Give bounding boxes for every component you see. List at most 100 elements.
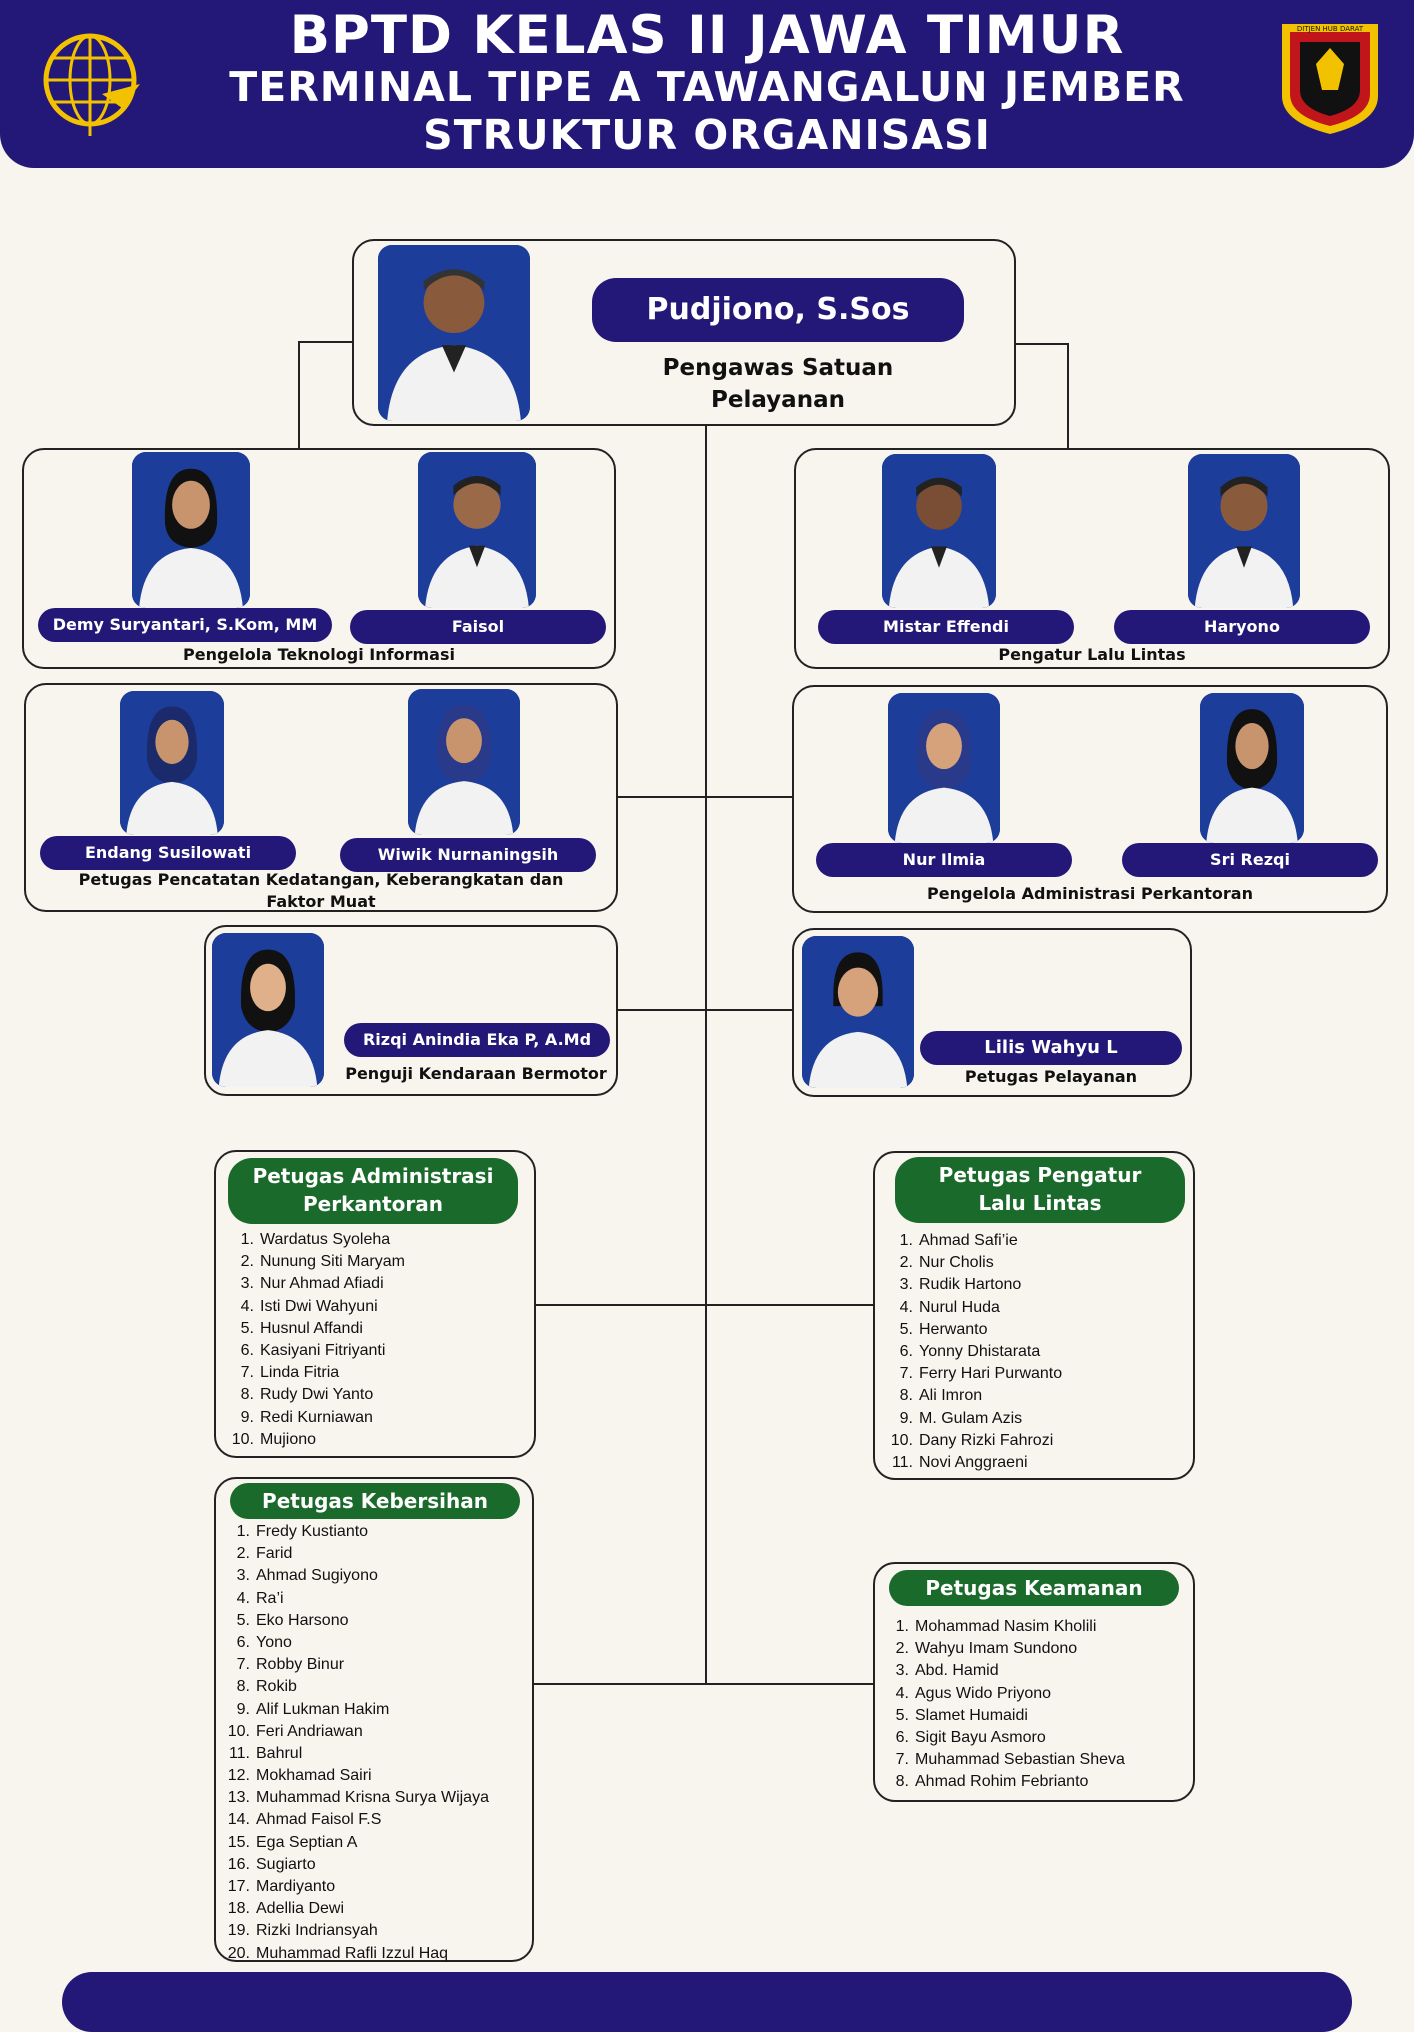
member-name: Mokhamad Sairi bbox=[256, 1767, 372, 1785]
member-name: Robby Binur bbox=[256, 1656, 345, 1674]
member-item: 1.Mohammad Nasim Kholili bbox=[881, 1616, 1191, 1638]
member-item: 18.Adellia Dewi bbox=[222, 1898, 532, 1920]
member-number: 3. bbox=[236, 1567, 250, 1585]
member-item: 19.Rizki Indriansyah bbox=[222, 1920, 532, 1942]
member-item: 5.Eko Harsono bbox=[222, 1610, 532, 1632]
member-number: 5. bbox=[895, 1706, 909, 1724]
role-label: Petugas Pencatatan Kedatangan, Keberangk… bbox=[78, 870, 564, 889]
member-item: 6.Yonny Dhistarata bbox=[885, 1341, 1185, 1363]
member-number: 6. bbox=[240, 1341, 254, 1359]
member-name: Nur Cholis bbox=[919, 1254, 994, 1272]
member-item: 5. Husnul Affandi bbox=[226, 1318, 526, 1340]
connector-right-drop bbox=[1067, 343, 1069, 449]
member-item: 2. Wahyu Imam Sundono bbox=[881, 1638, 1191, 1660]
member-name: Fredy Kustianto bbox=[256, 1523, 369, 1540]
member-number: 2. bbox=[236, 1545, 250, 1563]
member-item: 3.Abd. Hamid bbox=[881, 1660, 1191, 1682]
member-name: Muhammad Rafli Izzul Haq bbox=[256, 1944, 449, 1962]
head-role: Pengawas Satuan Pelayanan bbox=[662, 355, 894, 413]
group-title-pill: Petugas Pengatur Lalu Lintas bbox=[895, 1157, 1185, 1223]
member-number: 4. bbox=[236, 1589, 250, 1607]
member-number: 13. bbox=[227, 1789, 250, 1807]
member-item: 10.Feri Andriawan bbox=[222, 1721, 532, 1743]
member-name: Mohammad Nasim Kholili bbox=[915, 1618, 1097, 1635]
member-name: Nunung Siti Maryam bbox=[260, 1253, 405, 1271]
member-name: Rudy Dwi Yanto bbox=[260, 1386, 374, 1404]
connector-right-top bbox=[1013, 343, 1069, 345]
head-card: Pudjiono, S.Sos Pengawas Satuan Pelayana… bbox=[352, 239, 1016, 426]
member-number: 17. bbox=[227, 1878, 250, 1895]
member-name: Rudik Hartono bbox=[919, 1276, 1022, 1294]
staff-photo bbox=[882, 454, 996, 608]
member-name: Eko Harsono bbox=[256, 1611, 349, 1629]
staff-name-pill: Faisol bbox=[350, 610, 606, 644]
member-number: 16. bbox=[227, 1855, 250, 1873]
member-name: Nur Ahmad Afiadi bbox=[260, 1275, 384, 1293]
member-number: 6. bbox=[895, 1728, 909, 1746]
role-label: Pengelola Teknologi Informasi bbox=[183, 645, 455, 664]
kemenhub-logo bbox=[42, 24, 144, 140]
member-item: 3.Rudik Hartono bbox=[885, 1274, 1185, 1296]
member-item: 15.Ega Septian A bbox=[222, 1832, 532, 1854]
member-item: 5.Herwanto bbox=[885, 1319, 1185, 1341]
role-label: Pengatur Lalu Lintas bbox=[998, 645, 1186, 664]
member-number: 7. bbox=[899, 1365, 913, 1383]
member-number: 20. bbox=[227, 1944, 250, 1962]
member-number: 3. bbox=[895, 1662, 909, 1680]
staff-photo bbox=[408, 689, 520, 835]
member-name: Alif Lukman Hakim bbox=[256, 1700, 390, 1718]
member-name: Kasiyani Fitriyanti bbox=[260, 1341, 386, 1359]
staff-photo bbox=[802, 936, 914, 1088]
svg-text:DITJEN HUB DARAT: DITJEN HUB DARAT bbox=[1297, 25, 1364, 33]
member-item: 9.M. Gulam Azis bbox=[885, 1408, 1185, 1430]
staff-name-pill: Mistar Effendi bbox=[818, 610, 1074, 644]
member-item: 10.Dany Rizki Fahrozi bbox=[885, 1430, 1185, 1452]
member-item: 3. Ahmad Sugiyono bbox=[222, 1565, 532, 1587]
member-number: 8. bbox=[899, 1387, 913, 1405]
spine-line bbox=[705, 424, 707, 1684]
member-item: 4.Agus Wido Priyono bbox=[881, 1683, 1191, 1705]
member-number: 18. bbox=[227, 1900, 250, 1918]
member-number: 2. bbox=[895, 1640, 909, 1658]
member-name: Ahmad Safi’ie bbox=[919, 1232, 1018, 1249]
staff-photo bbox=[132, 452, 250, 608]
member-number: 5. bbox=[240, 1319, 254, 1337]
member-name: Ferry Hari Purwanto bbox=[919, 1365, 1063, 1383]
group-keamanan-card: Petugas Keamanan 1.Mohammad Nasim Kholil… bbox=[873, 1562, 1195, 1802]
member-number: 8. bbox=[236, 1678, 250, 1696]
member-name: Sugiarto bbox=[256, 1855, 316, 1873]
title-line-2: TERMINAL TIPE A TAWANGALUN JEMBER bbox=[229, 63, 1185, 111]
group-title-pill: Petugas Keamanan bbox=[889, 1570, 1179, 1606]
member-item: 6.Yono bbox=[222, 1632, 532, 1654]
member-number: 12. bbox=[227, 1767, 250, 1785]
member-number: 1. bbox=[899, 1232, 913, 1249]
member-item: 9.Redi Kurniawan bbox=[226, 1407, 526, 1429]
staff-name-pill: Wiwik Nurnaningsih bbox=[340, 838, 596, 872]
member-item: 11.Novi Anggraeni bbox=[885, 1452, 1185, 1474]
group-title-pill: Petugas Administrasi Perkantoran bbox=[228, 1158, 518, 1224]
member-name: Mardiyanto bbox=[256, 1878, 336, 1895]
staff-name-pill: Rizqi Anindia Eka P, A.Md bbox=[344, 1023, 610, 1057]
member-name: Wahyu Imam Sundono bbox=[915, 1640, 1078, 1658]
member-item: 14.Ahmad Faisol F.S bbox=[222, 1809, 532, 1831]
member-name: Slamet Humaidi bbox=[915, 1706, 1028, 1724]
staff-photo bbox=[1188, 454, 1300, 608]
member-number: 5. bbox=[899, 1320, 913, 1338]
member-name: Wardatus Syoleha bbox=[260, 1231, 391, 1248]
member-name: Muhammad Krisna Surya Wijaya bbox=[256, 1789, 489, 1807]
member-number: 4. bbox=[895, 1684, 909, 1702]
member-name: Ahmad Sugiyono bbox=[256, 1567, 378, 1585]
ditjen-hub-darat-logo: DITJEN HUB DARAT bbox=[1276, 18, 1384, 138]
role-label: Petugas Pelayanan bbox=[964, 1067, 1138, 1086]
member-item: 2.Nunung Siti Maryam bbox=[226, 1251, 526, 1273]
member-name: Husnul Affandi bbox=[260, 1319, 363, 1337]
member-item: 4.Ra’i bbox=[222, 1588, 532, 1610]
role-label: Penguji Kendaraan Bermotor bbox=[345, 1064, 607, 1083]
member-item: 1.Fredy Kustianto bbox=[222, 1521, 532, 1543]
member-number: 1. bbox=[240, 1231, 254, 1248]
member-item: 8.Rudy Dwi Yanto bbox=[226, 1384, 526, 1406]
member-item: 11.Bahrul bbox=[222, 1743, 532, 1765]
staff-name-pill: Endang Susilowati bbox=[40, 836, 296, 870]
